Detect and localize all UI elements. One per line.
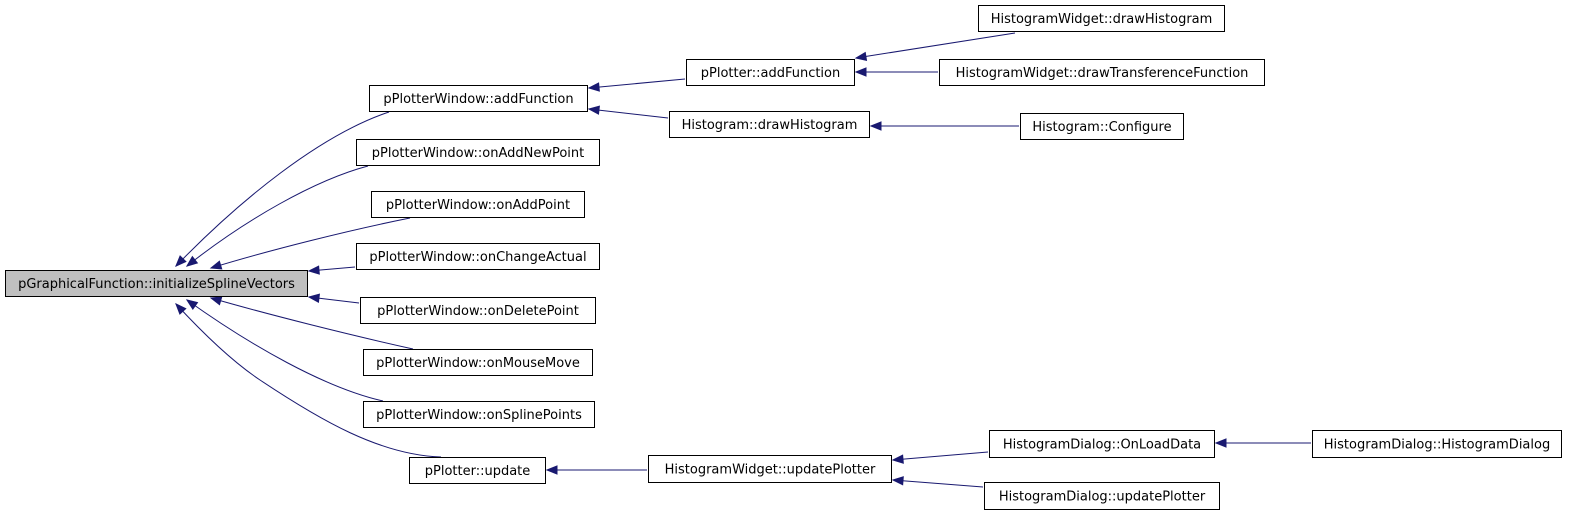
edge-n8-to-n0: [175, 303, 442, 458]
node-label: pGraphicalFunction::initializeSplineVect…: [18, 277, 295, 292]
arrow-head-n8: [545, 465, 558, 475]
node-box: [363, 401, 595, 428]
node-label: Histogram::Configure: [1032, 120, 1171, 135]
arrow-head-n0: [307, 265, 320, 275]
node-label: HistogramDialog::HistogramDialog: [1324, 438, 1550, 453]
node-box: [984, 482, 1220, 510]
node-box: [978, 5, 1225, 32]
edge-n16-to-n14: [892, 479, 984, 488]
node-box: [409, 457, 546, 484]
arrow-head-n0: [175, 303, 187, 315]
arrow-head-n15: [1214, 438, 1227, 448]
node-label: pPlotterWindow::onDeletePoint: [377, 304, 579, 319]
arrow-head-n1: [587, 82, 600, 92]
node-box: [363, 349, 593, 376]
arrow-head-n9: [854, 51, 868, 62]
graph-node-n2[interactable]: pPlotterWindow::onAddNewPoint: [356, 139, 600, 166]
nodes-layer: pGraphicalFunction::initializeSplineVect…: [5, 5, 1562, 510]
graph-node-n13[interactable]: Histogram::Configure: [1020, 113, 1184, 140]
arrow-head-n14: [891, 476, 904, 486]
graph-node-n17[interactable]: HistogramDialog::HistogramDialog: [1312, 430, 1562, 458]
graph-node-n5[interactable]: pPlotterWindow::onDeletePoint: [360, 297, 596, 324]
node-box: [648, 455, 892, 483]
graph-node-n9[interactable]: pPlotter::addFunction: [686, 59, 855, 86]
graph-node-n12[interactable]: HistogramWidget::drawTransferenceFunctio…: [939, 59, 1265, 86]
edge-n6-to-n0: [210, 297, 414, 350]
node-box: [369, 85, 588, 112]
graph-node-n11[interactable]: HistogramWidget::drawHistogram: [978, 5, 1225, 32]
node-label: pPlotterWindow::onSplinePoints: [376, 408, 582, 423]
node-label: pPlotterWindow::onAddPoint: [386, 198, 570, 213]
node-box: [669, 111, 870, 138]
graph-node-n6[interactable]: pPlotterWindow::onMouseMove: [363, 349, 593, 376]
graph-node-n0[interactable]: pGraphicalFunction::initializeSplineVect…: [5, 270, 308, 297]
node-box: [356, 139, 600, 166]
edge-n3-to-n0: [210, 217, 411, 269]
edges-layer: [175, 32, 1311, 488]
graph-node-n4[interactable]: pPlotterWindow::onChangeActual: [356, 243, 600, 270]
graph-node-n1[interactable]: pPlotterWindow::addFunction: [369, 85, 588, 112]
arrow-head-n0: [209, 260, 223, 270]
graph-node-n3[interactable]: pPlotterWindow::onAddPoint: [371, 191, 585, 218]
arrow-head-n0: [307, 293, 320, 303]
node-label: HistogramDialog::OnLoadData: [1003, 438, 1201, 453]
arrow-head-n9: [854, 67, 867, 77]
edge-n15-to-n14: [892, 451, 989, 461]
node-box: [1020, 113, 1184, 140]
graph-node-n16[interactable]: HistogramDialog::updatePlotter: [984, 482, 1220, 510]
arrow-head-n1: [587, 105, 600, 115]
node-box: [356, 243, 600, 270]
edge-n11-to-n9: [855, 32, 1016, 59]
node-box: [989, 430, 1215, 458]
node-label: pPlotter::update: [425, 464, 531, 479]
arrow-head-n10: [869, 121, 882, 131]
graph-node-n14[interactable]: HistogramWidget::updatePlotter: [648, 455, 892, 483]
edge-n9-to-n1: [588, 78, 686, 89]
node-box: [360, 297, 596, 324]
edge-n1-to-n0: [175, 111, 390, 267]
graph-node-n8[interactable]: pPlotter::update: [409, 457, 546, 484]
node-label: HistogramWidget::drawTransferenceFunctio…: [956, 66, 1249, 81]
edge-n7-to-n0: [186, 299, 384, 402]
graph-node-n15[interactable]: HistogramDialog::OnLoadData: [989, 430, 1215, 458]
node-label: pPlotterWindow::onChangeActual: [369, 250, 586, 265]
node-box: [371, 191, 585, 218]
edge-n10-to-n1: [588, 108, 669, 119]
node-label: HistogramDialog::updatePlotter: [999, 490, 1206, 505]
arrow-head-n14: [891, 454, 904, 464]
node-box: [686, 59, 855, 86]
arrow-head-n0: [185, 299, 199, 310]
node-box: [939, 59, 1265, 86]
node-label: Histogram::drawHistogram: [682, 118, 858, 133]
graph-node-n7[interactable]: pPlotterWindow::onSplinePoints: [363, 401, 595, 428]
node-label: HistogramWidget::updatePlotter: [665, 463, 876, 478]
node-label: HistogramWidget::drawHistogram: [991, 12, 1213, 27]
node-label: pPlotterWindow::onMouseMove: [376, 356, 580, 371]
arrow-head-n0: [185, 255, 199, 267]
node-label: pPlotter::addFunction: [701, 66, 841, 81]
arrow-head-n0: [175, 255, 187, 267]
graph-node-n10[interactable]: Histogram::drawHistogram: [669, 111, 870, 138]
node-box: [1312, 430, 1562, 458]
node-label: pPlotterWindow::addFunction: [383, 92, 573, 107]
node-box: [5, 270, 308, 297]
edge-n2-to-n0: [186, 165, 369, 267]
arrow-head-n0: [209, 296, 223, 306]
node-label: pPlotterWindow::onAddNewPoint: [372, 146, 585, 161]
